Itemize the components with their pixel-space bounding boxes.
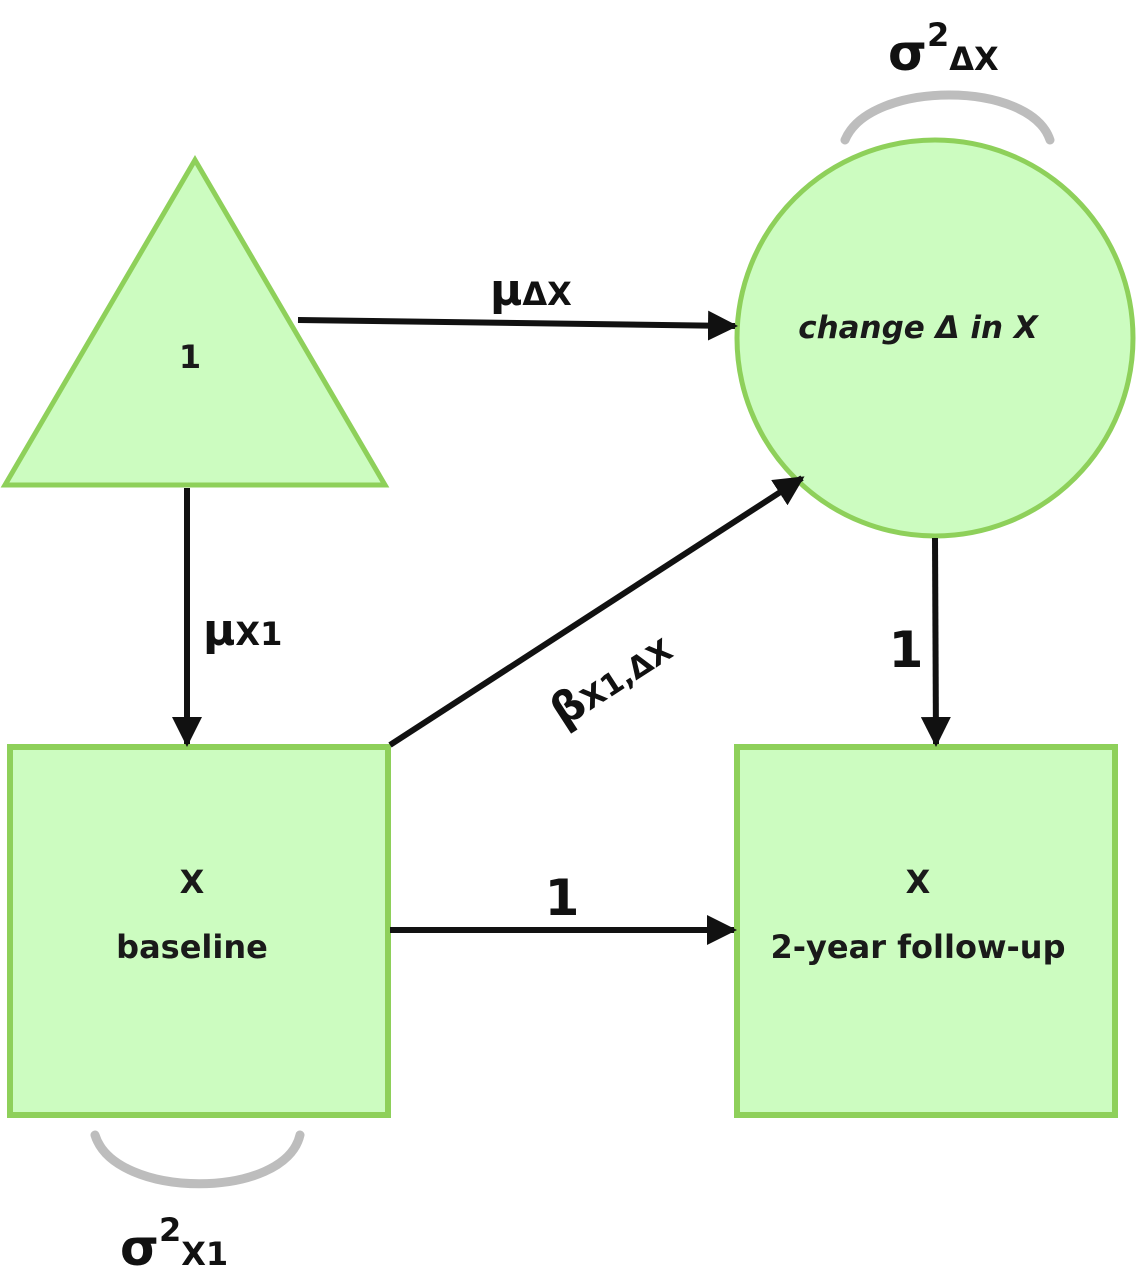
- baseline-variance-label: σ2X1: [120, 1211, 228, 1277]
- regression-label: βX1,ΔX: [541, 622, 681, 737]
- sigma-change-subscript: ΔX: [949, 40, 999, 78]
- baseline-box: [7, 744, 391, 1118]
- beta-subscript: X1,ΔX: [575, 633, 679, 718]
- constant-to-change-arrow: [297, 310, 738, 341]
- change-variance-arc: [840, 90, 1055, 145]
- constant-label: 1: [179, 338, 201, 376]
- sigma-symbol: σ: [888, 24, 927, 82]
- baseline-to-change-arrow: [388, 475, 805, 748]
- change-variance-label: σ2ΔX: [888, 16, 999, 82]
- baseline-variable-label: X: [180, 863, 205, 901]
- baseline-time-label: baseline: [116, 928, 268, 966]
- constant-triangle: [0, 155, 390, 488]
- change-to-followup-loading: 1: [889, 621, 924, 679]
- sigma-baseline-subscript: X1: [181, 1235, 228, 1273]
- change-to-followup-arrow: [920, 537, 951, 747]
- baseline-variance-arc: [90, 1130, 305, 1189]
- mu-baseline-subscript: X1: [235, 615, 282, 653]
- mu-symbol: μ: [203, 605, 235, 656]
- followup-variable-label: X: [906, 863, 931, 901]
- sigma-power: 2: [159, 1211, 181, 1249]
- sigma-symbol: σ: [120, 1219, 159, 1277]
- mu-change-subscript: ΔX: [522, 275, 572, 313]
- mu-symbol: μ: [490, 265, 522, 316]
- sigma-power: 2: [927, 16, 949, 54]
- change-label: change Δ in X: [798, 310, 1040, 346]
- followup-time-label: 2-year follow-up: [771, 928, 1066, 966]
- baseline-to-followup-loading: 1: [545, 869, 580, 927]
- mean-baseline-label: μX1: [203, 605, 282, 656]
- mean-change-label: μΔX: [490, 265, 572, 316]
- followup-box: [734, 744, 1118, 1118]
